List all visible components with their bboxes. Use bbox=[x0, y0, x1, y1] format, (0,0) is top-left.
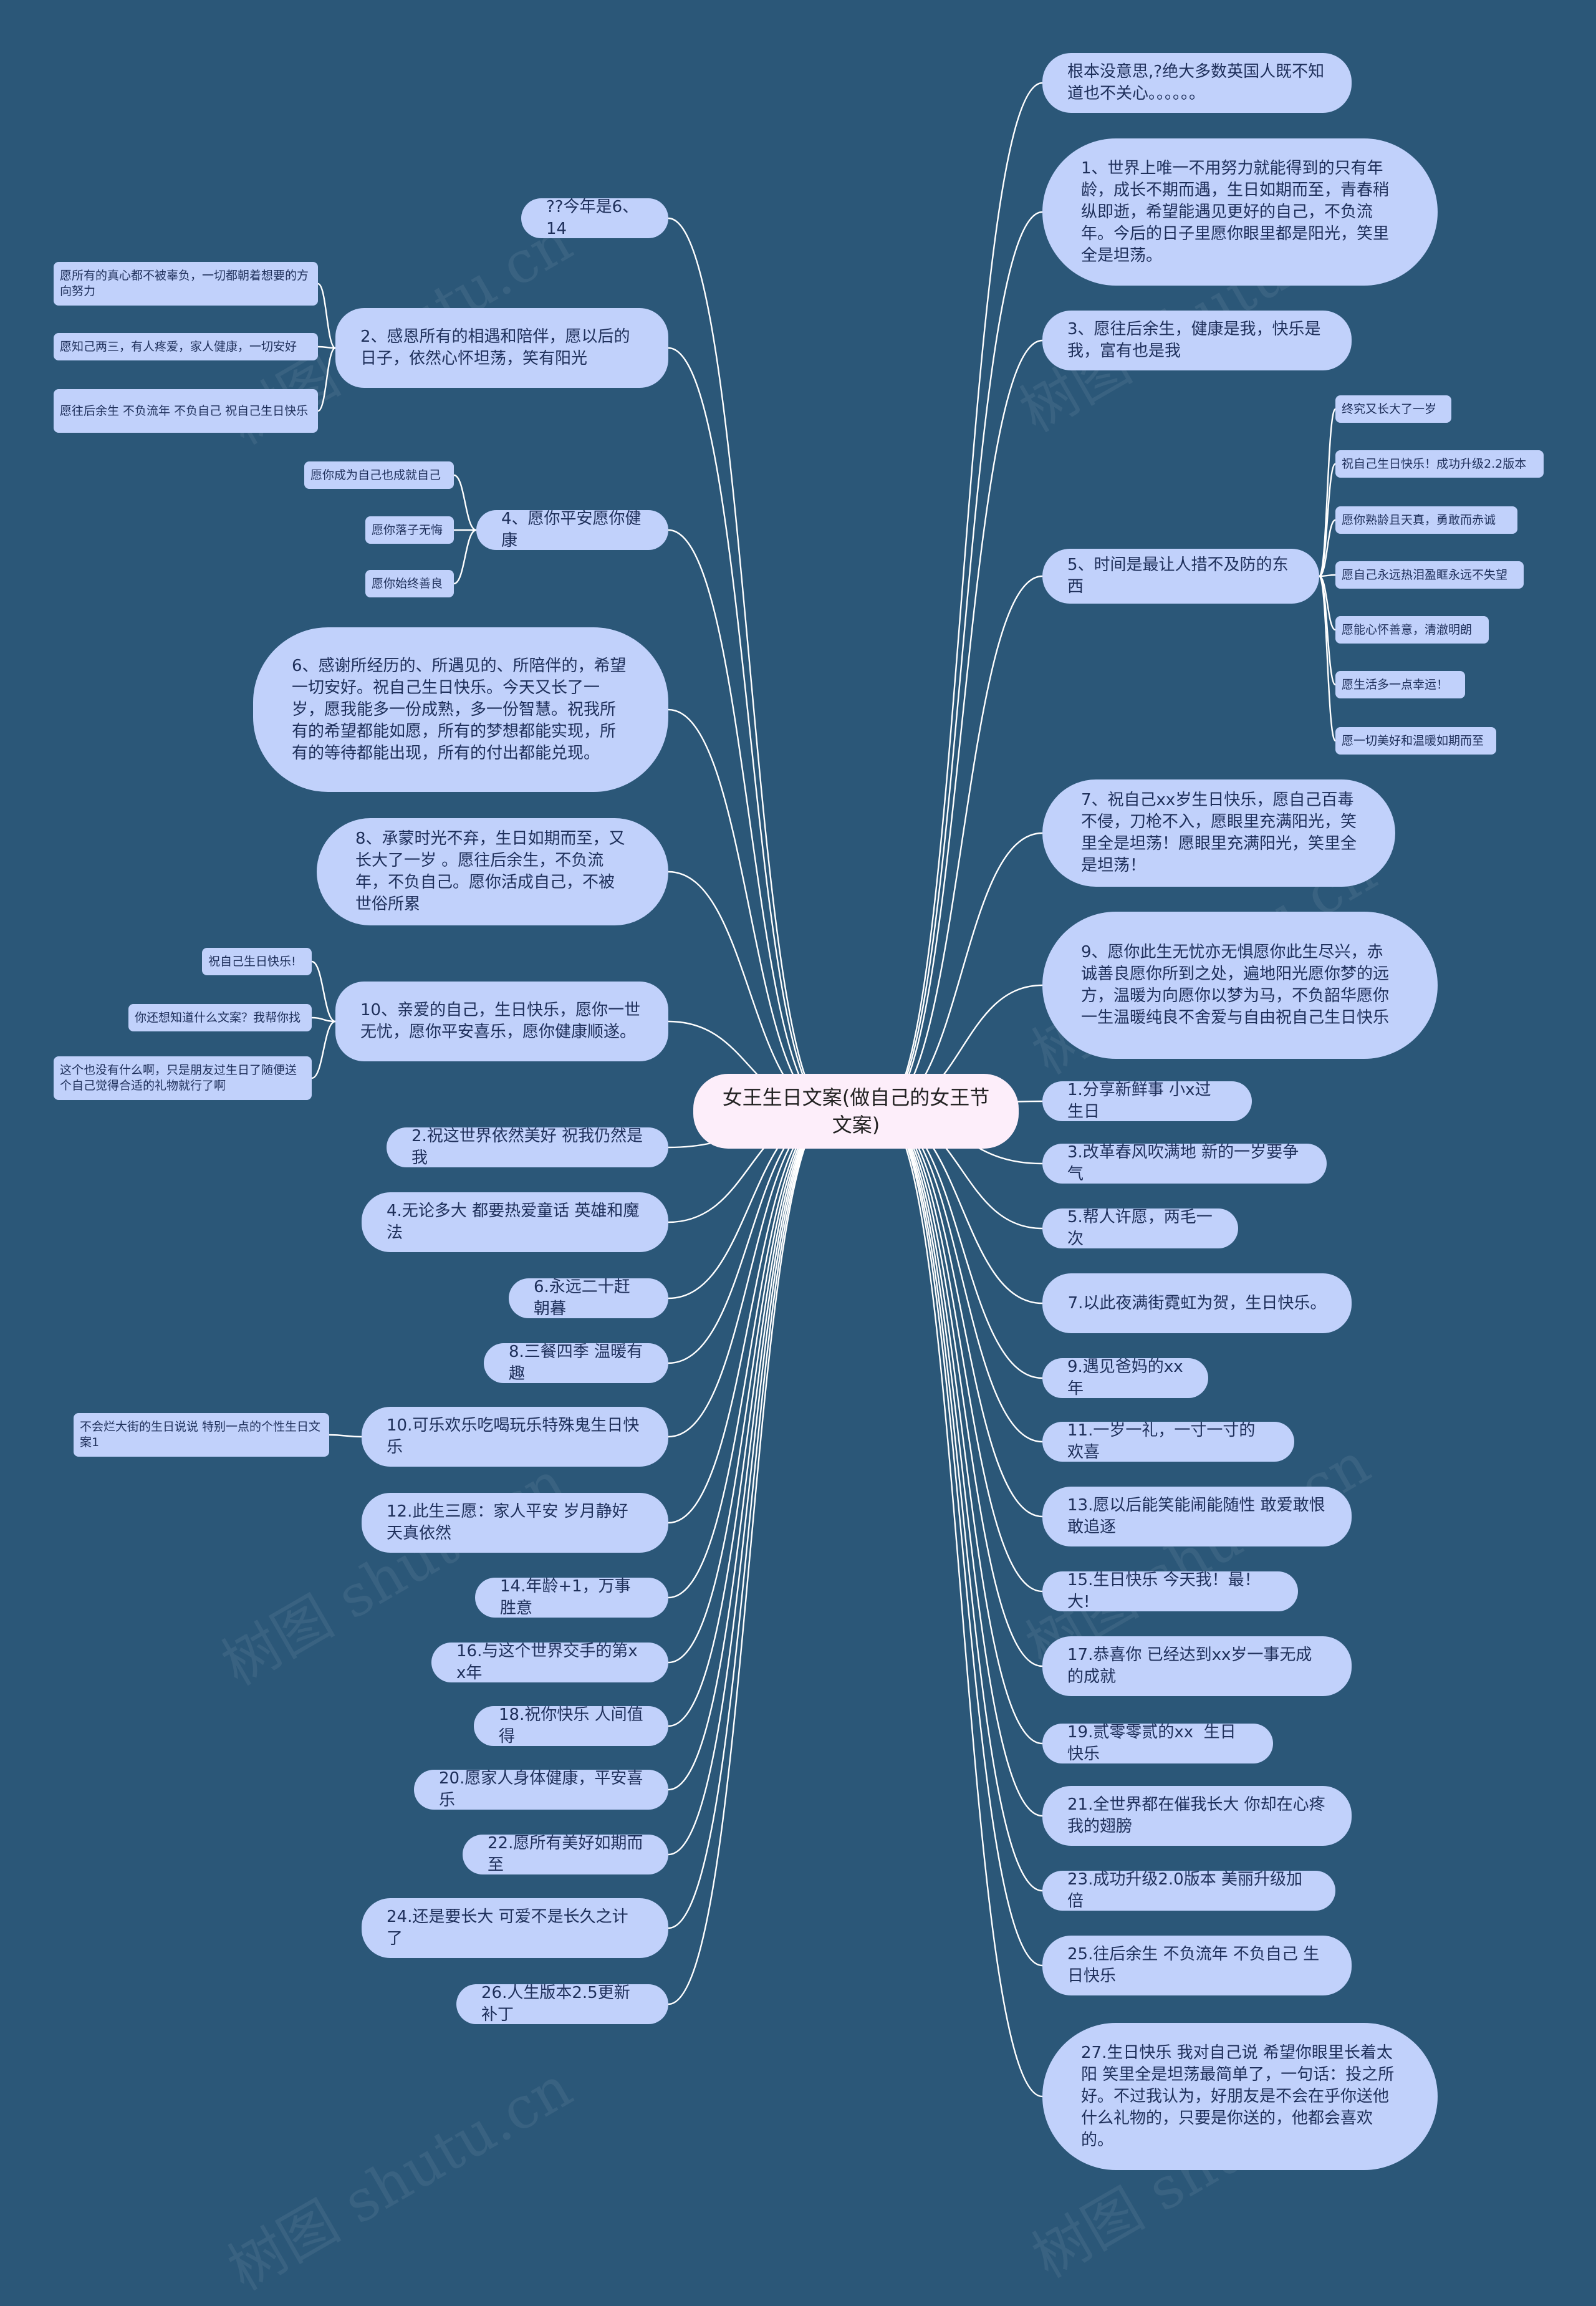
left-branch-node[interactable]: 14.年龄+1，万事胜意 bbox=[475, 1577, 668, 1618]
leaf-connector bbox=[1318, 575, 1337, 742]
branch-connector bbox=[880, 1110, 1043, 1379]
leaf-connector bbox=[317, 345, 336, 349]
left-leaf-node[interactable]: 这个也没有什么啊，只是朋友过生日了随便送个自己觉得合适的礼物就行了啊 bbox=[54, 1056, 312, 1100]
left-branch-node[interactable]: 20.愿家人身体健康，平安喜乐 bbox=[414, 1769, 668, 1810]
branch-connector bbox=[668, 1110, 832, 1364]
branch-connector bbox=[880, 1110, 1043, 1667]
branch-connector bbox=[880, 1110, 1043, 1593]
branch-connector bbox=[668, 1110, 832, 1929]
branch-connector bbox=[880, 1110, 1043, 1817]
right-leaf-node[interactable]: 终究又长大了一岁 bbox=[1335, 395, 1451, 423]
left-branch-node[interactable]: 2、感恩所有的相遇和陪伴，愿以后的日子，依然心怀坦荡，笑有阳光 bbox=[335, 308, 668, 388]
leaf-connector bbox=[1319, 519, 1336, 577]
right-branch-node[interactable]: 11.一岁一礼，一寸一寸的欢喜 bbox=[1042, 1421, 1294, 1462]
left-branch-node[interactable]: 8.三餐四季 温暖有趣 bbox=[484, 1343, 668, 1383]
right-leaf-node[interactable]: 愿一切美好和温暖如期而至 bbox=[1335, 727, 1496, 755]
right-leaf-node[interactable]: 愿你熟龄且天真，勇敢而赤诚 bbox=[1335, 506, 1517, 534]
left-leaf-node[interactable]: 愿往后余生 不负流年 不负自己 祝自己生日快乐 bbox=[54, 389, 318, 433]
right-branch-node[interactable]: 19.贰零零贰的xx 生日快乐 bbox=[1042, 1723, 1273, 1763]
left-branch-node[interactable]: 10、亲爱的自己，生日快乐，愿你一世无忧，愿你平安喜乐，愿你健康顺遂。 bbox=[335, 982, 668, 1061]
right-branch-node[interactable]: 17.恭喜你 已经达到xx岁一事无成的成就 bbox=[1042, 1636, 1352, 1696]
branch-connector bbox=[880, 832, 1043, 1112]
right-branch-node[interactable]: 1.分享新鲜事 小x过生日 bbox=[1042, 1081, 1252, 1121]
branch-connector bbox=[880, 1110, 1043, 1892]
right-leaf-node[interactable]: 愿生活多一点幸运！ bbox=[1335, 671, 1465, 698]
leaf-connector bbox=[1318, 463, 1337, 577]
right-branch-node[interactable]: 23.成功升级2.0版本 美丽升级加倍 bbox=[1042, 1870, 1335, 1911]
leaf-connector bbox=[311, 1020, 336, 1079]
branch-connector bbox=[668, 1110, 832, 2005]
branch-connector bbox=[668, 1110, 832, 1524]
branch-connector bbox=[880, 1110, 1043, 1745]
right-leaf-node[interactable]: 愿能心怀善意，清澈明朗 bbox=[1335, 616, 1489, 644]
right-branch-node[interactable]: 27.生日快乐 我对自己说 希望你眼里长着太阳 笑里全是坦荡最简单了，一句话：投… bbox=[1042, 2023, 1438, 2170]
left-branch-node[interactable]: 24.还是要长大 可爱不是长久之计了 bbox=[362, 1898, 668, 1958]
left-branch-node[interactable]: 16.与这个世界交手的第xx年 bbox=[431, 1642, 668, 1682]
left-leaf-node[interactable]: 愿你落子无悔 bbox=[365, 516, 454, 544]
left-leaf-node[interactable]: 愿你始终善良 bbox=[365, 570, 454, 597]
branch-connector bbox=[668, 708, 832, 1112]
right-leaf-node[interactable]: 愿自己永远热泪盈眶永远不失望 bbox=[1335, 561, 1524, 589]
left-leaf-node[interactable]: 不会烂大街的生日说说 特别一点的个性生日文案1 bbox=[74, 1413, 329, 1457]
leaf-connector bbox=[329, 1434, 362, 1438]
left-branch-node[interactable]: 8、承蒙时光不弃，生日如期而至，又长大了一岁 。愿往后余生，不负流年，不负自己。… bbox=[317, 818, 668, 925]
mindmap-canvas: 树图 shutu.cn 树图 shutu.cn 树图 shutu.cn 树图 s… bbox=[54, 53, 1544, 2304]
leaf-connector bbox=[453, 474, 477, 531]
right-leaf-node[interactable]: 祝自己生日快乐！成功升级2.2版本 bbox=[1335, 450, 1544, 478]
leaf-connector bbox=[453, 529, 477, 585]
left-branch-node[interactable]: 12.此生三愿：家人平安 岁月静好 天真依然 bbox=[362, 1493, 668, 1553]
left-branch-node[interactable]: 2.祝这世界依然美好 祝我仍然是我 bbox=[387, 1127, 668, 1167]
right-branch-node[interactable]: 13.愿以后能笑能闹能随性 敢爱敢恨敢追逐 bbox=[1042, 1487, 1352, 1546]
branch-connector bbox=[880, 211, 1043, 1112]
branch-connector bbox=[880, 1110, 1043, 2098]
leaf-connector bbox=[1319, 574, 1336, 577]
right-branch-node[interactable]: 1、世界上唯一不用努力就能得到的只有年龄，成长不期而遇，生日如期而至，青春稍纵即… bbox=[1042, 138, 1438, 286]
right-branch-node[interactable]: 5、时间是最让人措不及防的东西 bbox=[1042, 549, 1319, 604]
leaf-connector bbox=[311, 1016, 336, 1023]
leaf-connector bbox=[317, 282, 336, 349]
left-branch-node[interactable]: 26.人生版本2.5更新补丁 bbox=[456, 1984, 668, 2024]
branch-connector bbox=[880, 82, 1043, 1112]
left-leaf-node[interactable]: 你还想知道什么文案？我帮你找 bbox=[128, 1004, 312, 1031]
left-branch-node[interactable]: 10.可乐欢乐吃喝玩乐特殊鬼生日快乐 bbox=[362, 1407, 668, 1467]
leaf-connector bbox=[311, 960, 336, 1023]
right-branch-node[interactable]: 25.往后余生 不负流年 不负自己 生日快乐 bbox=[1042, 1936, 1352, 1995]
root-topic[interactable]: 女王生日文案(做自己的女王节文案) bbox=[693, 1074, 1019, 1149]
branch-connector bbox=[668, 217, 832, 1112]
left-branch-node[interactable]: 6.永远二十赶朝暮 bbox=[509, 1278, 668, 1318]
right-branch-node[interactable]: 5.帮人许愿，两毛一次 bbox=[1042, 1208, 1238, 1248]
branch-connector bbox=[668, 347, 832, 1112]
leaf-connector bbox=[317, 347, 336, 412]
right-branch-node[interactable]: 9.遇见爸妈的xx年 bbox=[1042, 1358, 1208, 1398]
left-branch-node[interactable]: 6、感谢所经历的、所遇见的、所陪伴的，希望一切安好。祝自己生日快乐。今天又长了一… bbox=[253, 627, 668, 792]
left-branch-node[interactable]: 4.无论多大 都要热爱童话 英雄和魔法 bbox=[362, 1192, 668, 1252]
right-branch-node[interactable]: 21.全世界都在催我长大 你却在心疼我的翅膀 bbox=[1042, 1786, 1352, 1846]
right-branch-node[interactable]: 3.改革春风吹满地 新的一岁要争气 bbox=[1042, 1143, 1327, 1184]
right-branch-node[interactable]: 3、愿往后余生，健康是我，快乐是我，富有也是我 bbox=[1042, 311, 1352, 370]
left-branch-node[interactable]: 22.愿所有美好如期而至 bbox=[463, 1834, 668, 1874]
left-leaf-node[interactable]: 愿知己两三，有人疼爱，家人健康，一切安好 bbox=[54, 333, 318, 360]
left-leaf-node[interactable]: 祝自己生日快乐! bbox=[202, 948, 312, 975]
left-branch-node[interactable]: 18.祝你快乐 人间值得 bbox=[474, 1705, 668, 1746]
left-leaf-node[interactable]: 愿你成为自己也成就自己 bbox=[304, 461, 454, 489]
right-branch-node[interactable]: 15.生日快乐 今天我！最！大! bbox=[1042, 1571, 1298, 1611]
branch-connector bbox=[880, 1110, 1043, 1518]
branch-connector bbox=[880, 339, 1043, 1112]
left-branch-node[interactable]: ??今年是6、14 bbox=[521, 198, 668, 238]
right-branch-node[interactable]: 7、祝自己xx岁生日快乐，愿自己百毒不侵，刀枪不入，愿眼里充满阳光，笑里全是坦荡… bbox=[1042, 779, 1395, 887]
branch-connector bbox=[668, 1110, 832, 1791]
branch-connector bbox=[668, 1110, 832, 1856]
branch-connector bbox=[880, 1110, 1043, 1967]
left-leaf-node[interactable]: 愿所有的真心都不被辜负，一切都朝着想要的方向努力 bbox=[54, 262, 318, 306]
right-branch-node[interactable]: 根本没意思,?绝大多数英国人既不知道也不关心。。。。。。 bbox=[1042, 53, 1352, 113]
right-branch-node[interactable]: 7.以此夜满街霓虹为贺，生日快乐。 bbox=[1042, 1273, 1352, 1333]
right-branch-node[interactable]: 9、愿你此生无忧亦无惧愿你此生尽兴，赤诚善良愿你所到之处，遍地阳光愿你梦的远方，… bbox=[1042, 912, 1438, 1059]
left-branch-node[interactable]: 4、愿你平安愿你健康 bbox=[476, 509, 668, 550]
